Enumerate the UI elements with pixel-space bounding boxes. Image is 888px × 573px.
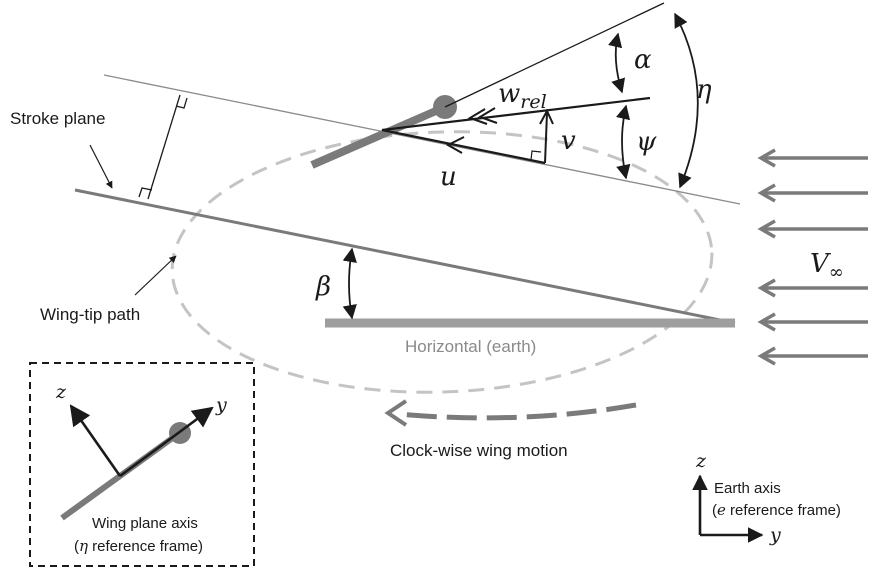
u-vector xyxy=(381,128,546,165)
freestream-arrows xyxy=(757,148,868,366)
wing-plane-axis-inset xyxy=(29,362,255,567)
horizontal-earth-label: Horizontal (earth) xyxy=(405,337,536,356)
beta-angle-arrow xyxy=(342,247,357,320)
v-arrowhead xyxy=(539,108,554,125)
wing-plane-line xyxy=(444,2,665,108)
eta-symbol: η xyxy=(696,75,712,105)
wing-plane-axis-frame-label: (η reference frame) xyxy=(74,537,203,555)
v-symbol: v xyxy=(561,126,576,156)
w-rel-arrowhead xyxy=(467,108,488,125)
wing-chord-bar xyxy=(310,103,447,169)
perpendicular-indicator xyxy=(147,94,181,200)
right-angle-mark-top xyxy=(175,97,188,109)
w-rel-arrowhead-2 xyxy=(477,107,498,124)
earth-axis-frame-label: (e reference frame) xyxy=(712,501,841,519)
v-infinity-symbol: V∞ xyxy=(810,249,844,283)
v-vector xyxy=(544,112,548,164)
clockwise-arrowhead xyxy=(384,399,408,427)
alpha-symbol: α xyxy=(634,45,652,75)
wing-plane-axis-label: Wing plane axis xyxy=(92,515,198,532)
right-angle-mark-bottom xyxy=(138,187,153,198)
v-infinity-subscript: ∞ xyxy=(829,262,844,283)
e-frame-symbol: e xyxy=(717,501,726,519)
upper-reference-line xyxy=(103,74,741,205)
clockwise-motion-arrow xyxy=(397,402,637,421)
inset-z-axis xyxy=(69,404,122,477)
inset-y-label: y xyxy=(215,394,227,416)
psi-angle-arrow xyxy=(616,104,631,180)
w-rel-vector xyxy=(381,96,651,132)
uv-right-angle xyxy=(530,150,542,161)
inset-z-label: z xyxy=(55,381,67,403)
inset-y-axis xyxy=(119,406,214,478)
earth-y-label: y xyxy=(769,524,781,546)
u-symbol: u xyxy=(440,162,457,192)
w-rel-symbol: wrel xyxy=(498,79,547,113)
stroke-plane-pointer xyxy=(89,144,113,189)
earth-z-label: z xyxy=(695,450,707,472)
stroke-plane-label: Stroke plane xyxy=(10,109,105,128)
psi-symbol: ψ xyxy=(636,127,657,157)
eta-angle-arrow xyxy=(674,12,699,189)
wing-tip-path-label: Wing-tip path xyxy=(40,305,140,324)
beta-symbol: β xyxy=(315,272,331,302)
wing-tip-path-ellipse xyxy=(170,130,714,394)
clockwise-motion-label: Clock-wise wing motion xyxy=(390,441,568,460)
eta-frame-symbol: η xyxy=(79,537,88,555)
u-arrowhead xyxy=(445,136,465,154)
wing-tip-path-pointer xyxy=(134,255,177,296)
earth-axis-label: Earth axis xyxy=(714,480,781,497)
alpha-angle-arrow xyxy=(608,32,626,94)
w-rel-subscript: rel xyxy=(520,91,546,113)
stroke-plane-line xyxy=(74,188,736,325)
